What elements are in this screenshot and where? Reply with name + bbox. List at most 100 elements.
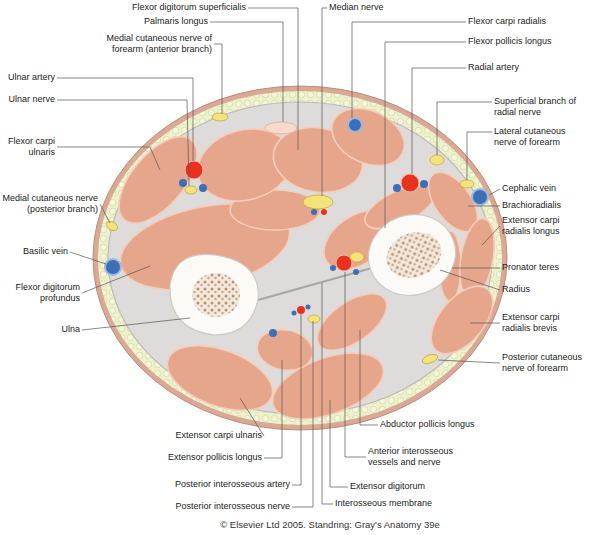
- leader-line: [292, 321, 313, 507]
- leader-line: [489, 189, 500, 195]
- leader-line: [412, 68, 466, 174]
- structure-label: Palmaris longus: [120, 16, 208, 27]
- ulnar-nerve: [185, 186, 197, 194]
- structure-label: Radius: [502, 284, 592, 295]
- leader-line: [292, 314, 301, 485]
- radial-nerve-branch: [430, 155, 444, 165]
- vein: [311, 209, 317, 215]
- structure-label: Extensor carpi radialis longus: [502, 215, 582, 237]
- leader-line: [437, 102, 492, 155]
- leader-line: [57, 147, 160, 170]
- structure-label: Posterior interosseous nerve: [120, 501, 290, 512]
- leader-line: [264, 360, 282, 458]
- structure-label: Flexor pollicis longus: [468, 36, 593, 47]
- cutaneous-nerve: [105, 220, 119, 233]
- leader-line: [470, 323, 500, 324]
- structure-label: Extensor carpi ulnaris: [120, 430, 262, 441]
- muscle-fcu: [105, 123, 212, 236]
- structure-label: Cephalic vein: [502, 183, 592, 194]
- structure-label: Medial cutaneous nerve of forearm (anter…: [102, 33, 212, 55]
- leader-line: [360, 330, 378, 425]
- structure-label: Posterior cutaneous nerve of forearm: [502, 352, 592, 374]
- vein: [353, 269, 359, 275]
- cutaneous-nerve: [212, 113, 228, 121]
- muscle-fcr: [323, 97, 414, 176]
- ulna-medulla: [192, 273, 240, 317]
- palmaris-tendon: [265, 122, 297, 134]
- radius-cortex: [357, 202, 467, 307]
- structure-label: Extensor pollicis longus: [120, 452, 262, 463]
- structure-label: Ulnar nerve: [0, 94, 55, 105]
- structure-label: Interosseous membrane: [335, 498, 485, 509]
- structure-label: Superficial branch of radial nerve: [494, 96, 584, 118]
- superficial-vein: [348, 118, 362, 132]
- posterior-interosseous-artery: [297, 306, 305, 314]
- leader-line: [82, 266, 150, 293]
- radius-medulla: [380, 225, 448, 285]
- leader-line: [438, 360, 500, 363]
- structure-label: Flexor digitorum superficialis: [100, 2, 246, 13]
- vein: [330, 265, 336, 271]
- interosseous-membrane: [258, 268, 372, 300]
- muscle-group: [105, 97, 505, 432]
- structure-label: Basilic vein: [0, 246, 68, 257]
- cephalic-vein: [472, 189, 488, 205]
- leader-line: [248, 8, 298, 150]
- artery: [321, 209, 327, 215]
- vein: [393, 184, 401, 192]
- anterior-interosseous-artery: [336, 255, 352, 271]
- structure-label: Brachioradialis: [502, 200, 592, 211]
- leader-line: [385, 42, 466, 228]
- vein: [179, 179, 187, 187]
- structure-label: Extensor digitorum: [350, 481, 500, 492]
- bones: [170, 202, 467, 335]
- leader-line: [322, 8, 327, 196]
- vein: [306, 305, 311, 310]
- structure-label: Radial artery: [468, 62, 593, 73]
- leader-line: [440, 270, 500, 290]
- leader-line: [100, 204, 110, 223]
- muscle-apl: [308, 283, 396, 362]
- structure-label: Medial cutaneous nerve (posterior branch…: [0, 193, 98, 215]
- structure-label: Lateral cutaneous nerve of forearm: [494, 126, 584, 148]
- leader-line: [82, 318, 190, 330]
- radial-artery: [401, 174, 419, 192]
- structure-label: Flexor carpi radialis: [468, 16, 593, 27]
- structure-label: Anterior interosseous vessels and nerve: [368, 446, 478, 468]
- leader-line: [482, 226, 500, 245]
- anterior-interosseous-nerve: [350, 252, 364, 262]
- vein: [292, 311, 297, 316]
- vein: [269, 329, 277, 337]
- structure-label: Extensor carpi radialis brevis: [502, 312, 582, 334]
- leader-line: [452, 268, 500, 269]
- posterior-interosseous-nerve: [308, 315, 320, 323]
- leader-line: [467, 132, 492, 180]
- cutaneous-nerve: [460, 180, 474, 188]
- leader-line: [330, 400, 348, 487]
- basilic-vein: [105, 259, 121, 275]
- copyright-caption: © Elsevier Ltd 2005. Standring: Gray's A…: [175, 519, 485, 530]
- vessels-nerves: [105, 113, 488, 365]
- structure-label: Flexor digitorum profundus: [0, 282, 80, 304]
- leader-line: [210, 22, 283, 122]
- structure-label: Median nerve: [329, 2, 409, 13]
- structure-label: Abductor pollicis longus: [380, 419, 530, 430]
- leader-lines: [57, 8, 500, 507]
- leader-line: [352, 22, 466, 118]
- leader-line: [70, 252, 106, 264]
- median-nerve: [303, 195, 333, 209]
- cutaneous-nerve: [421, 353, 439, 366]
- vein: [420, 180, 428, 188]
- structure-label: Ulna: [0, 324, 80, 335]
- leader-line: [322, 283, 333, 504]
- ulnar-artery: [185, 161, 203, 179]
- structure-label: Posterior interosseous artery: [120, 479, 290, 490]
- vein: [199, 184, 207, 192]
- leader-line: [345, 272, 366, 457]
- structure-label: Ulnar artery: [0, 72, 55, 83]
- structure-label: Flexor carpi ulnaris: [0, 136, 55, 158]
- structure-label: Pronator teres: [502, 262, 592, 273]
- leader-line: [57, 100, 189, 186]
